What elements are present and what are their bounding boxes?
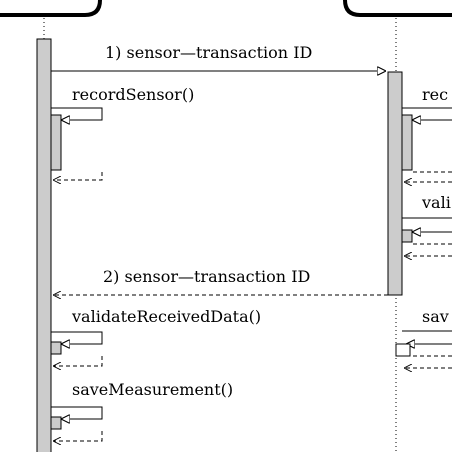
self-call-arrow-record-sensor bbox=[51, 107, 103, 120]
right-label-sav: sav bbox=[422, 307, 449, 326]
right-nested-activation-1 bbox=[401, 114, 413, 171]
activation-bar-right bbox=[387, 71, 403, 296]
nested-activation-record-sensor bbox=[50, 114, 62, 171]
self-call-label-record-sensor: recordSensor() bbox=[72, 85, 194, 104]
right-label-rec: rec bbox=[422, 85, 448, 104]
self-call-label-validate-received-data: validateReceivedData() bbox=[71, 307, 261, 326]
right-label-vali: vali bbox=[421, 193, 451, 212]
return-arrow-save-measurement bbox=[53, 431, 103, 441]
self-call-arrow-save-measurement bbox=[51, 406, 103, 419]
self-call-arrow-validate-received-data bbox=[51, 331, 103, 344]
nested-activation-save-measurement bbox=[50, 416, 62, 430]
nested-activation-validate-received-data bbox=[50, 341, 62, 355]
return-arrow-record-sensor bbox=[53, 172, 103, 180]
message-label-2: 2) sensor—transaction ID bbox=[103, 267, 310, 286]
message-label-1: 1) sensor—transaction ID bbox=[105, 43, 312, 62]
lifeline-head-left bbox=[0, 0, 102, 17]
self-call-label-save-measurement: saveMeasurement() bbox=[72, 380, 233, 399]
right-nested-activation-3 bbox=[395, 343, 411, 357]
right-nested-activation-2 bbox=[401, 229, 413, 243]
lifeline-head-right bbox=[343, 0, 452, 17]
return-arrow-validate-received-data bbox=[53, 356, 103, 366]
activation-bar-left bbox=[36, 38, 52, 452]
